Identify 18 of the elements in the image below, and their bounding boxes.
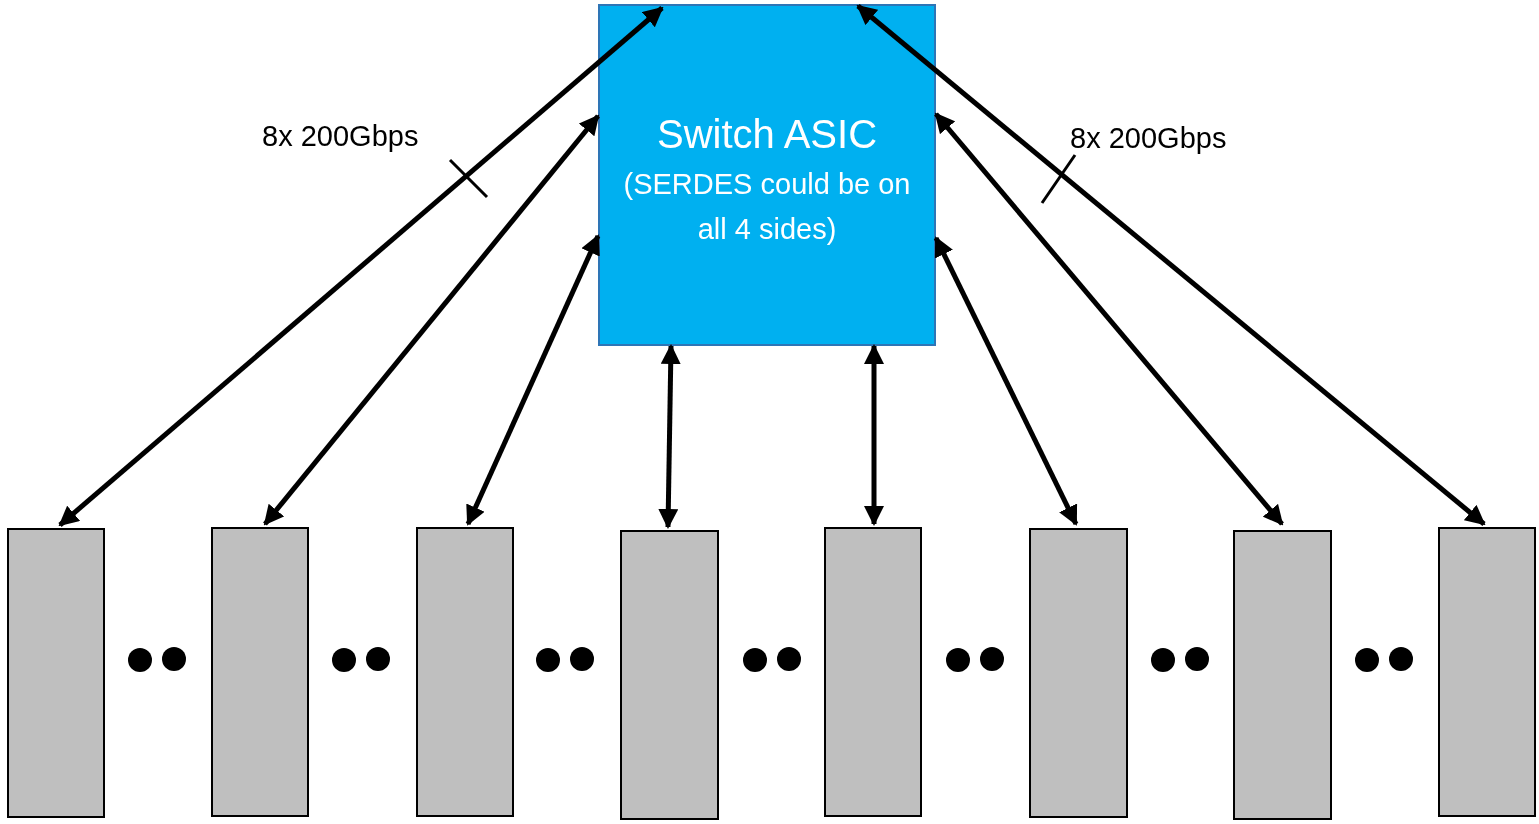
double-arrow <box>658 344 681 529</box>
double-arrow <box>864 344 884 526</box>
bandwidth-label: 8x 200Gbps <box>1070 122 1227 155</box>
server-box <box>1233 530 1332 820</box>
server-box <box>1029 528 1128 818</box>
double-arrow <box>58 6 664 527</box>
server-box <box>416 527 514 817</box>
server-box <box>1438 527 1536 817</box>
server-box <box>211 527 309 817</box>
chip-box <box>598 4 936 346</box>
double-arrow <box>263 114 600 526</box>
chip-note: (SERDES could be on all 4 sides) <box>622 167 912 247</box>
bandwidth-label: 8x 200Gbps <box>262 120 419 153</box>
server-box <box>7 528 105 818</box>
server-box <box>620 530 719 820</box>
double-arrow <box>933 236 1079 526</box>
server-box <box>824 527 922 817</box>
chip-title: Switch ASIC <box>656 111 878 158</box>
